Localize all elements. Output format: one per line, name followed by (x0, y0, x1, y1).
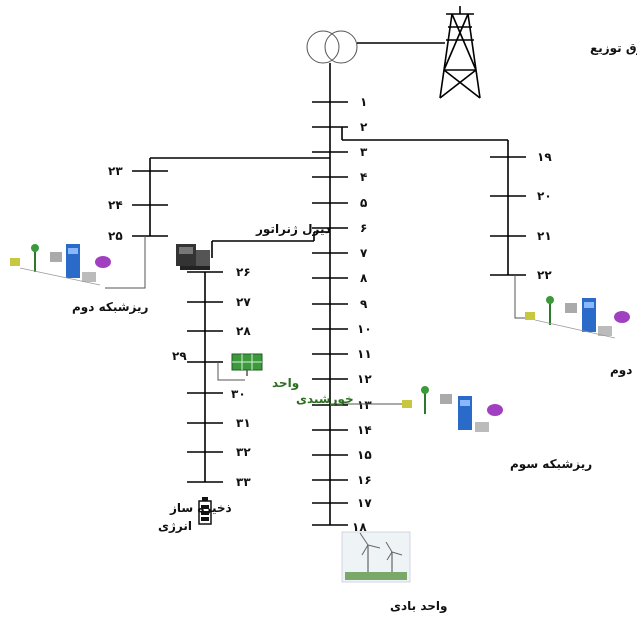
bus-28-label: ۲۸ (236, 324, 251, 338)
wind-label: واحد بادی (390, 599, 448, 614)
bus-25-label: ۲۵ (108, 229, 123, 243)
bus-23-label: ۲۳ (108, 164, 123, 178)
bus-16-label: ۱۶ (357, 473, 372, 487)
solar-panel-icon (231, 353, 263, 376)
bus-6-label: ۶ (360, 221, 367, 235)
bus-20-label: ۲۰ (537, 189, 552, 203)
right-lateral: ۱۹ ۲۰ ۲۱ ۲۲ (341, 127, 552, 319)
bus-24-label: ۲۴ (108, 198, 123, 212)
microgrid-right-label: ریزشبکه دوم (610, 363, 637, 378)
bus-8-label: ۸ (360, 271, 368, 285)
bus-21-label: ۲۱ (537, 229, 552, 243)
bus-3-label: ۳ (360, 145, 368, 159)
bus-27-label: ۲۷ (236, 295, 251, 309)
bus-9-label: ۹ (360, 297, 368, 311)
left-lateral: ۲۳ ۲۴ ۲۵ (105, 157, 330, 289)
bus-33-label: ۳۳ (236, 475, 251, 489)
bus-10-label: ۱۰ (357, 322, 372, 336)
solar-label-line2: خورشیدی (296, 392, 354, 407)
bus-5-label: ۵ (360, 196, 367, 210)
bus-19-label: ۱۹ (537, 150, 552, 164)
bus-29-label: ۲۹ (172, 349, 187, 363)
bus-1-label: ۱ (360, 95, 367, 109)
bus-17-label: ۱۷ (357, 496, 372, 510)
bus-32-label: ۳۲ (236, 445, 251, 459)
microgrid-left-icon (10, 244, 111, 286)
bus-7-label: ۷ (360, 246, 368, 260)
storage-label-line2: انرژی (158, 519, 192, 533)
transformer (306, 30, 358, 64)
microgrid-right-icon (525, 296, 630, 339)
main-feeder-buses: ۱ ۲ ۳ ۴ ۵ ۶ ۷ ۸ ۹ ۱۰ ۱۱ ۱۲ ۱۳ ۱۴ ۱۵ ۱۶ ۱… (312, 95, 372, 534)
bus-22-label: ۲۲ (537, 268, 552, 282)
bus-30-label: ۳۰ (231, 387, 246, 401)
microgrid-third-label: ریزشبکه سوم (510, 457, 592, 472)
diesel-label: دیزل ژنراتور (255, 222, 331, 237)
bus-4-label: ۴ (360, 170, 367, 184)
bus-18-label: ۱۸ (352, 520, 367, 534)
diesel-generator-icon (176, 244, 210, 270)
storage-label-line1: ذخیره ساز (169, 501, 232, 515)
bus-11-label: ۱۱ (357, 347, 372, 361)
battery-icon (198, 497, 212, 525)
bus-31-label: ۳۱ (236, 416, 251, 430)
transmission-tower-icon (439, 6, 481, 99)
bus-12-label: ۱۲ (357, 372, 372, 386)
lateral-26-33: ۲۶ ۲۷ ۲۸ ۲۹ ۳۰ ۳۱ ۳۲ ۳۳ (172, 231, 330, 489)
bus-14-label: ۱۴ (357, 423, 372, 437)
solar-label-line1: واحد (272, 376, 299, 391)
wind-turbine-icon (341, 531, 411, 583)
microgrid-left-label: ریزشبکه دوم (72, 300, 149, 315)
bus-13-label: ۱۳ (357, 398, 372, 412)
bus-26-label: ۲۶ (236, 265, 251, 279)
bus-15-label: ۱۵ (357, 448, 372, 462)
bus-2-label: ۲ (360, 120, 368, 134)
grid-label: شبکه فوق توزیع (590, 41, 637, 56)
microgrid-third-icon (330, 386, 503, 432)
